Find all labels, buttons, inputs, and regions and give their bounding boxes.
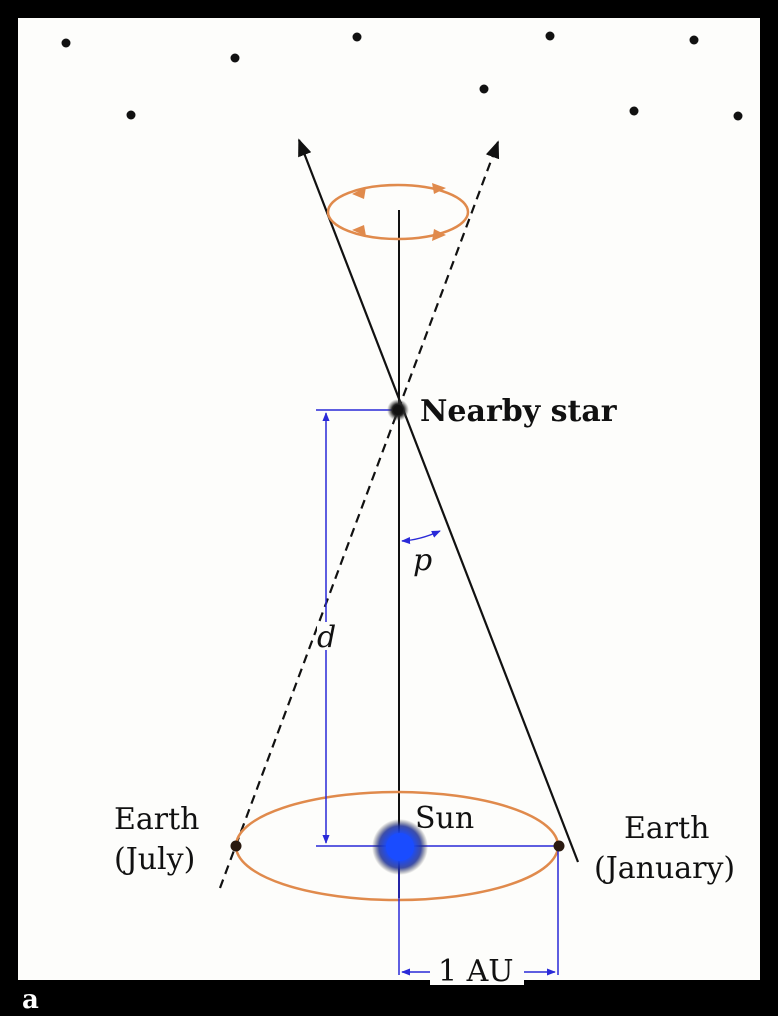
earth-january-label-line2: (January) — [594, 851, 735, 886]
sun-label: Sun — [415, 801, 474, 836]
panel-letter: a — [22, 985, 39, 1015]
au-dimension — [398, 845, 559, 985]
earth-january — [553, 840, 565, 852]
sun-core — [386, 833, 414, 861]
background-star — [230, 53, 240, 63]
distance-label-gap — [317, 622, 335, 650]
au-label-gap — [430, 955, 524, 985]
earth-july-label-line2: (July) — [114, 842, 195, 877]
earth-january-label-line1: Earth — [624, 811, 710, 846]
arrowhead-bottom-right — [432, 229, 446, 241]
arrowhead-bottom-left — [352, 225, 366, 236]
earth-july — [230, 840, 242, 852]
nearby-star — [393, 405, 403, 415]
earth-july-label-line1: Earth — [114, 802, 200, 837]
background-star — [689, 35, 699, 45]
distance-label: d — [317, 620, 336, 655]
background-star — [479, 84, 489, 94]
background-stars — [61, 31, 743, 121]
apparent-motion-ellipse-path — [326, 183, 470, 241]
au-label: 1 AU — [438, 954, 514, 989]
arrowhead-left — [352, 187, 366, 199]
arrowhead-top — [432, 183, 446, 194]
distance-dimension — [316, 409, 398, 847]
background-star — [352, 32, 362, 42]
sight-line-july — [218, 140, 500, 889]
diagram-panel — [18, 18, 760, 980]
sight-line-january — [297, 138, 580, 863]
background-star — [61, 38, 71, 48]
parallax-angle-arc — [401, 530, 441, 545]
background-star — [545, 31, 555, 41]
background-star — [629, 106, 639, 116]
nearby-star-label: Nearby star — [420, 394, 618, 429]
parallax-angle-label: p — [413, 543, 432, 578]
background-star — [126, 110, 136, 120]
background-star — [733, 111, 743, 121]
apparent-motion-ellipse — [326, 183, 470, 241]
